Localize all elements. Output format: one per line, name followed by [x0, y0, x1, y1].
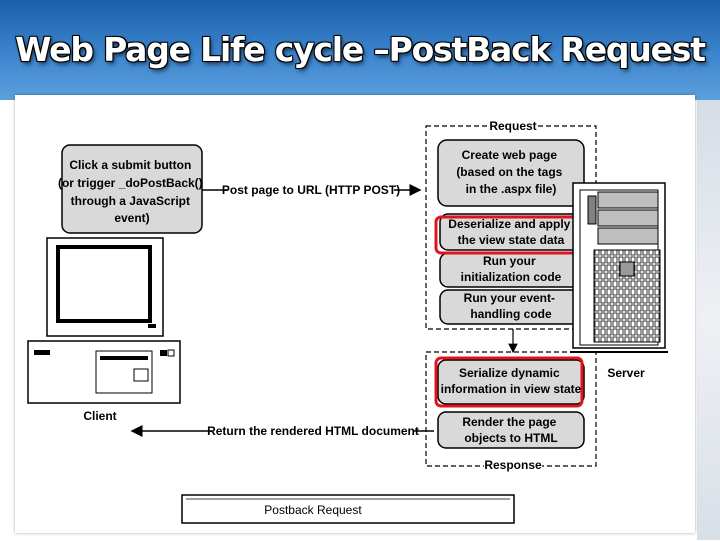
post-label-bg [228, 182, 394, 198]
return-label-bg [212, 423, 414, 439]
pc-slot [34, 350, 50, 355]
step-line: Run your event- [464, 291, 555, 305]
diagram-panel: Click a submit button (or trigger _doPos… [15, 95, 695, 533]
server-indicator [619, 261, 635, 277]
client-action-text: Click a submit button (or trigger _doPos… [58, 158, 206, 225]
response-label: Response [484, 458, 542, 472]
step-create-page [437, 139, 585, 207]
step-line: information in view state [441, 382, 582, 396]
request-label-bg [488, 118, 538, 134]
pc-light [167, 349, 175, 357]
pc-light [160, 350, 167, 356]
caption-box [181, 494, 515, 524]
return-label: Return the rendered HTML document [207, 424, 419, 438]
client-action-line: (or trigger _doPostBack() [58, 176, 203, 190]
server-label: Server [607, 366, 645, 380]
lifecycle-diagram: Click a submit button (or trigger _doPos… [27, 118, 668, 524]
step-render-text: Render the page objects to HTML [462, 415, 559, 445]
step-line: Deserialize and apply [448, 217, 570, 231]
monitor-screen [56, 245, 152, 323]
step-line: the view state data [458, 233, 565, 247]
step-line: handling code [470, 307, 552, 321]
server-icon [570, 182, 668, 353]
post-label: Post page to URL (HTTP POST) [222, 183, 400, 197]
client-action-box [61, 144, 203, 234]
client-label: Client [83, 409, 116, 423]
highlight-serialize [434, 356, 584, 408]
step-initialization-text: Run your initialization code [461, 254, 562, 284]
step-render [437, 411, 585, 449]
client-action-line: through a JavaScript [71, 194, 190, 208]
slide-title: Web Page Life cycle –PostBack Request [15, 30, 706, 69]
client-action-line: event) [114, 211, 149, 225]
server-drive [597, 227, 659, 245]
step-line: Run your [483, 254, 536, 268]
monitor-button [148, 324, 156, 328]
step-line: initialization code [461, 270, 562, 284]
step-event-handling-text: Run your event- handling code [464, 291, 559, 321]
step-line: Serialize dynamic [459, 366, 560, 380]
step-create-page-text: Create web page (based on the tags in th… [456, 148, 565, 196]
step-deserialize-text: Deserialize and apply the view state dat… [448, 217, 573, 247]
right-edge-strip [697, 100, 720, 540]
server-drive [597, 191, 659, 209]
step-line: (based on the tags [456, 165, 562, 179]
step-line: in the .aspx file) [466, 182, 557, 196]
server-drive [597, 209, 659, 227]
response-label-bg [484, 457, 542, 473]
caption-text: Postback Request [264, 503, 362, 517]
request-label: Request [489, 119, 536, 133]
client-action-line: Click a submit button [69, 158, 191, 172]
title-band [0, 0, 720, 100]
pc-drive-slot [100, 356, 148, 360]
pc-drive-button [133, 368, 149, 382]
step-line: Create web page [462, 148, 558, 162]
step-line: Render the page [462, 415, 556, 429]
server-switch [587, 195, 597, 225]
pc-drive-bay [95, 350, 153, 394]
step-serialize-text: Serialize dynamic information in view st… [441, 366, 582, 396]
step-serialize [437, 359, 585, 405]
pc-case [27, 340, 181, 404]
client-computer-icon [27, 237, 181, 404]
step-line: objects to HTML [464, 431, 557, 445]
